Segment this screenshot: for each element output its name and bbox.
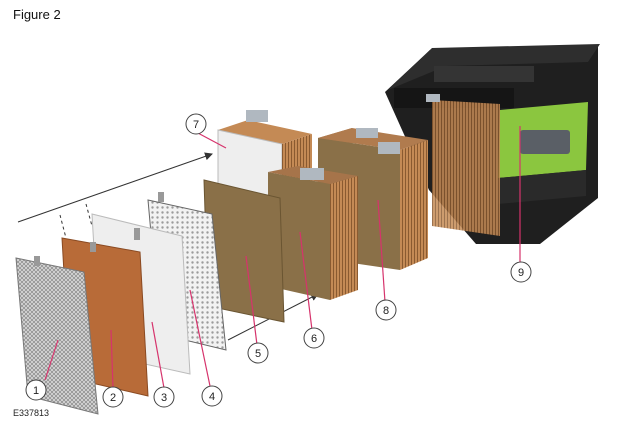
svg-text:8: 8 <box>383 305 389 317</box>
terminal-icon <box>426 94 440 102</box>
numbered-circle-icon: 3 <box>153 386 175 408</box>
figure-title: Figure 2 <box>13 7 61 22</box>
numbered-circle-icon: 5 <box>247 342 269 364</box>
callouts: 7 1 2 3 4 5 6 <box>25 113 532 408</box>
svg-text:5: 5 <box>255 348 261 360</box>
plate-group-6 <box>268 166 358 300</box>
figure-reference-code: E337813 <box>13 408 50 418</box>
numbered-circle-icon: 8 <box>375 299 397 321</box>
svg-text:9: 9 <box>518 267 524 279</box>
svg-text:6: 6 <box>311 333 317 345</box>
numbered-circle-icon: 4 <box>201 385 223 407</box>
svg-text:4: 4 <box>209 391 215 403</box>
numbered-circle-icon: 7 <box>185 113 207 135</box>
svg-text:3: 3 <box>161 392 167 404</box>
svg-text:2: 2 <box>110 392 116 404</box>
svg-text:7: 7 <box>193 119 199 131</box>
leader-lines <box>44 126 521 389</box>
numbered-circle-icon: 9 <box>510 261 532 283</box>
svg-text:1: 1 <box>33 385 39 397</box>
grid-plate-1 <box>15 256 99 415</box>
numbered-circle-icon: 2 <box>102 386 124 408</box>
plate-block-8 <box>318 128 428 270</box>
numbered-circle-icon: 6 <box>303 327 325 349</box>
numbered-circle-icon: 1 <box>25 379 47 401</box>
